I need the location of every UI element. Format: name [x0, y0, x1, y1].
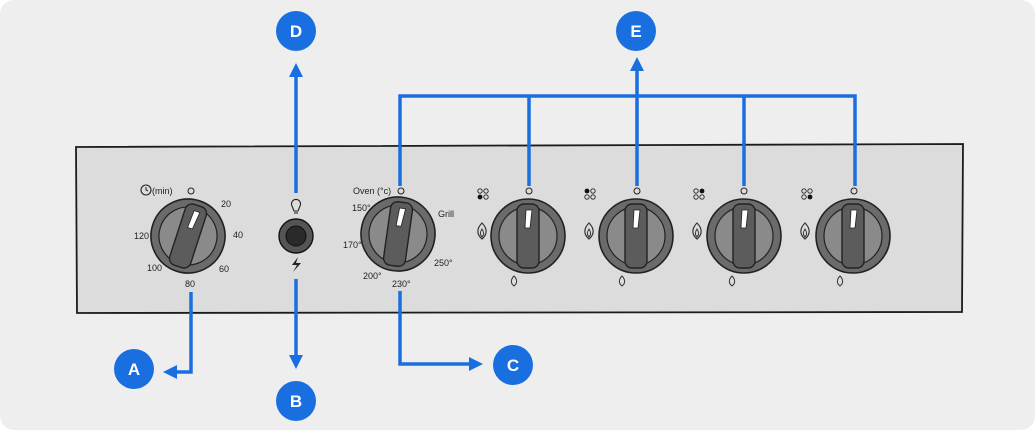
burner-indicator-dot — [633, 187, 641, 195]
oven-title: Oven (°c) — [353, 186, 391, 196]
timer-mark-80: 80 — [185, 279, 195, 289]
button-cap — [285, 225, 307, 247]
svg-text:A: A — [128, 360, 140, 379]
svg-text:B: B — [290, 392, 302, 411]
light-bulb-icon — [290, 198, 302, 214]
lightning-icon — [292, 257, 301, 272]
callout-line-c — [398, 291, 483, 371]
burner-position-icon — [693, 188, 705, 200]
callout-line-a — [163, 292, 193, 379]
oven-mark-200: 200° — [363, 271, 382, 281]
timer-mark-100: 100 — [147, 263, 162, 273]
burner-indicator-dot — [850, 187, 858, 195]
burner-knob-3-group — [692, 187, 782, 287]
callout-e: E — [616, 11, 656, 51]
callout-c: C — [493, 345, 533, 385]
svg-text:D: D — [290, 22, 302, 41]
timer-knob-group: (min) 20 40 60 80 100 120 — [134, 184, 243, 289]
timer-mark-60: 60 — [219, 264, 229, 274]
burner-indicator-dot — [740, 187, 748, 195]
oven-mark-150: 150° — [352, 203, 371, 213]
oven-mark-230: 230° — [392, 279, 411, 289]
svg-text:C: C — [507, 356, 519, 375]
burner-knob-1-group — [477, 187, 566, 287]
burner-position-icon — [477, 188, 489, 200]
light-button-group — [278, 198, 314, 272]
burner-indicator-dot — [525, 187, 533, 195]
oven-mark-170: 170° — [343, 240, 362, 250]
burner-position-icon — [801, 188, 813, 200]
burner-knob[interactable] — [490, 198, 566, 274]
timer-mark-40: 40 — [233, 230, 243, 240]
timer-title: (min) — [152, 186, 173, 196]
burner-knob[interactable] — [815, 198, 891, 274]
callout-line-e-bracket — [398, 94, 857, 186]
burner-knob-4-group — [800, 187, 891, 287]
burner-position-icon — [584, 188, 596, 200]
oven-knob-group: Oven (°c) 150° Grill 170° 200° 230° 250° — [343, 186, 454, 289]
burner-knob-2-group — [584, 187, 674, 287]
callout-d: D — [276, 11, 316, 51]
callout-lines — [163, 57, 857, 379]
timer-indicator-dot — [187, 187, 195, 195]
clock-icon — [140, 184, 152, 196]
oven-indicator-dot — [397, 187, 405, 195]
timer-mark-120: 120 — [134, 231, 149, 241]
svg-text:E: E — [630, 22, 641, 41]
timer-mark-20: 20 — [221, 199, 231, 209]
callout-a: A — [114, 349, 154, 389]
oven-mark-grill: Grill — [438, 209, 454, 219]
oven-mark-250: 250° — [434, 258, 453, 268]
burner-knob[interactable] — [706, 198, 782, 274]
callout-b: B — [276, 381, 316, 421]
burner-knob[interactable] — [598, 198, 674, 274]
